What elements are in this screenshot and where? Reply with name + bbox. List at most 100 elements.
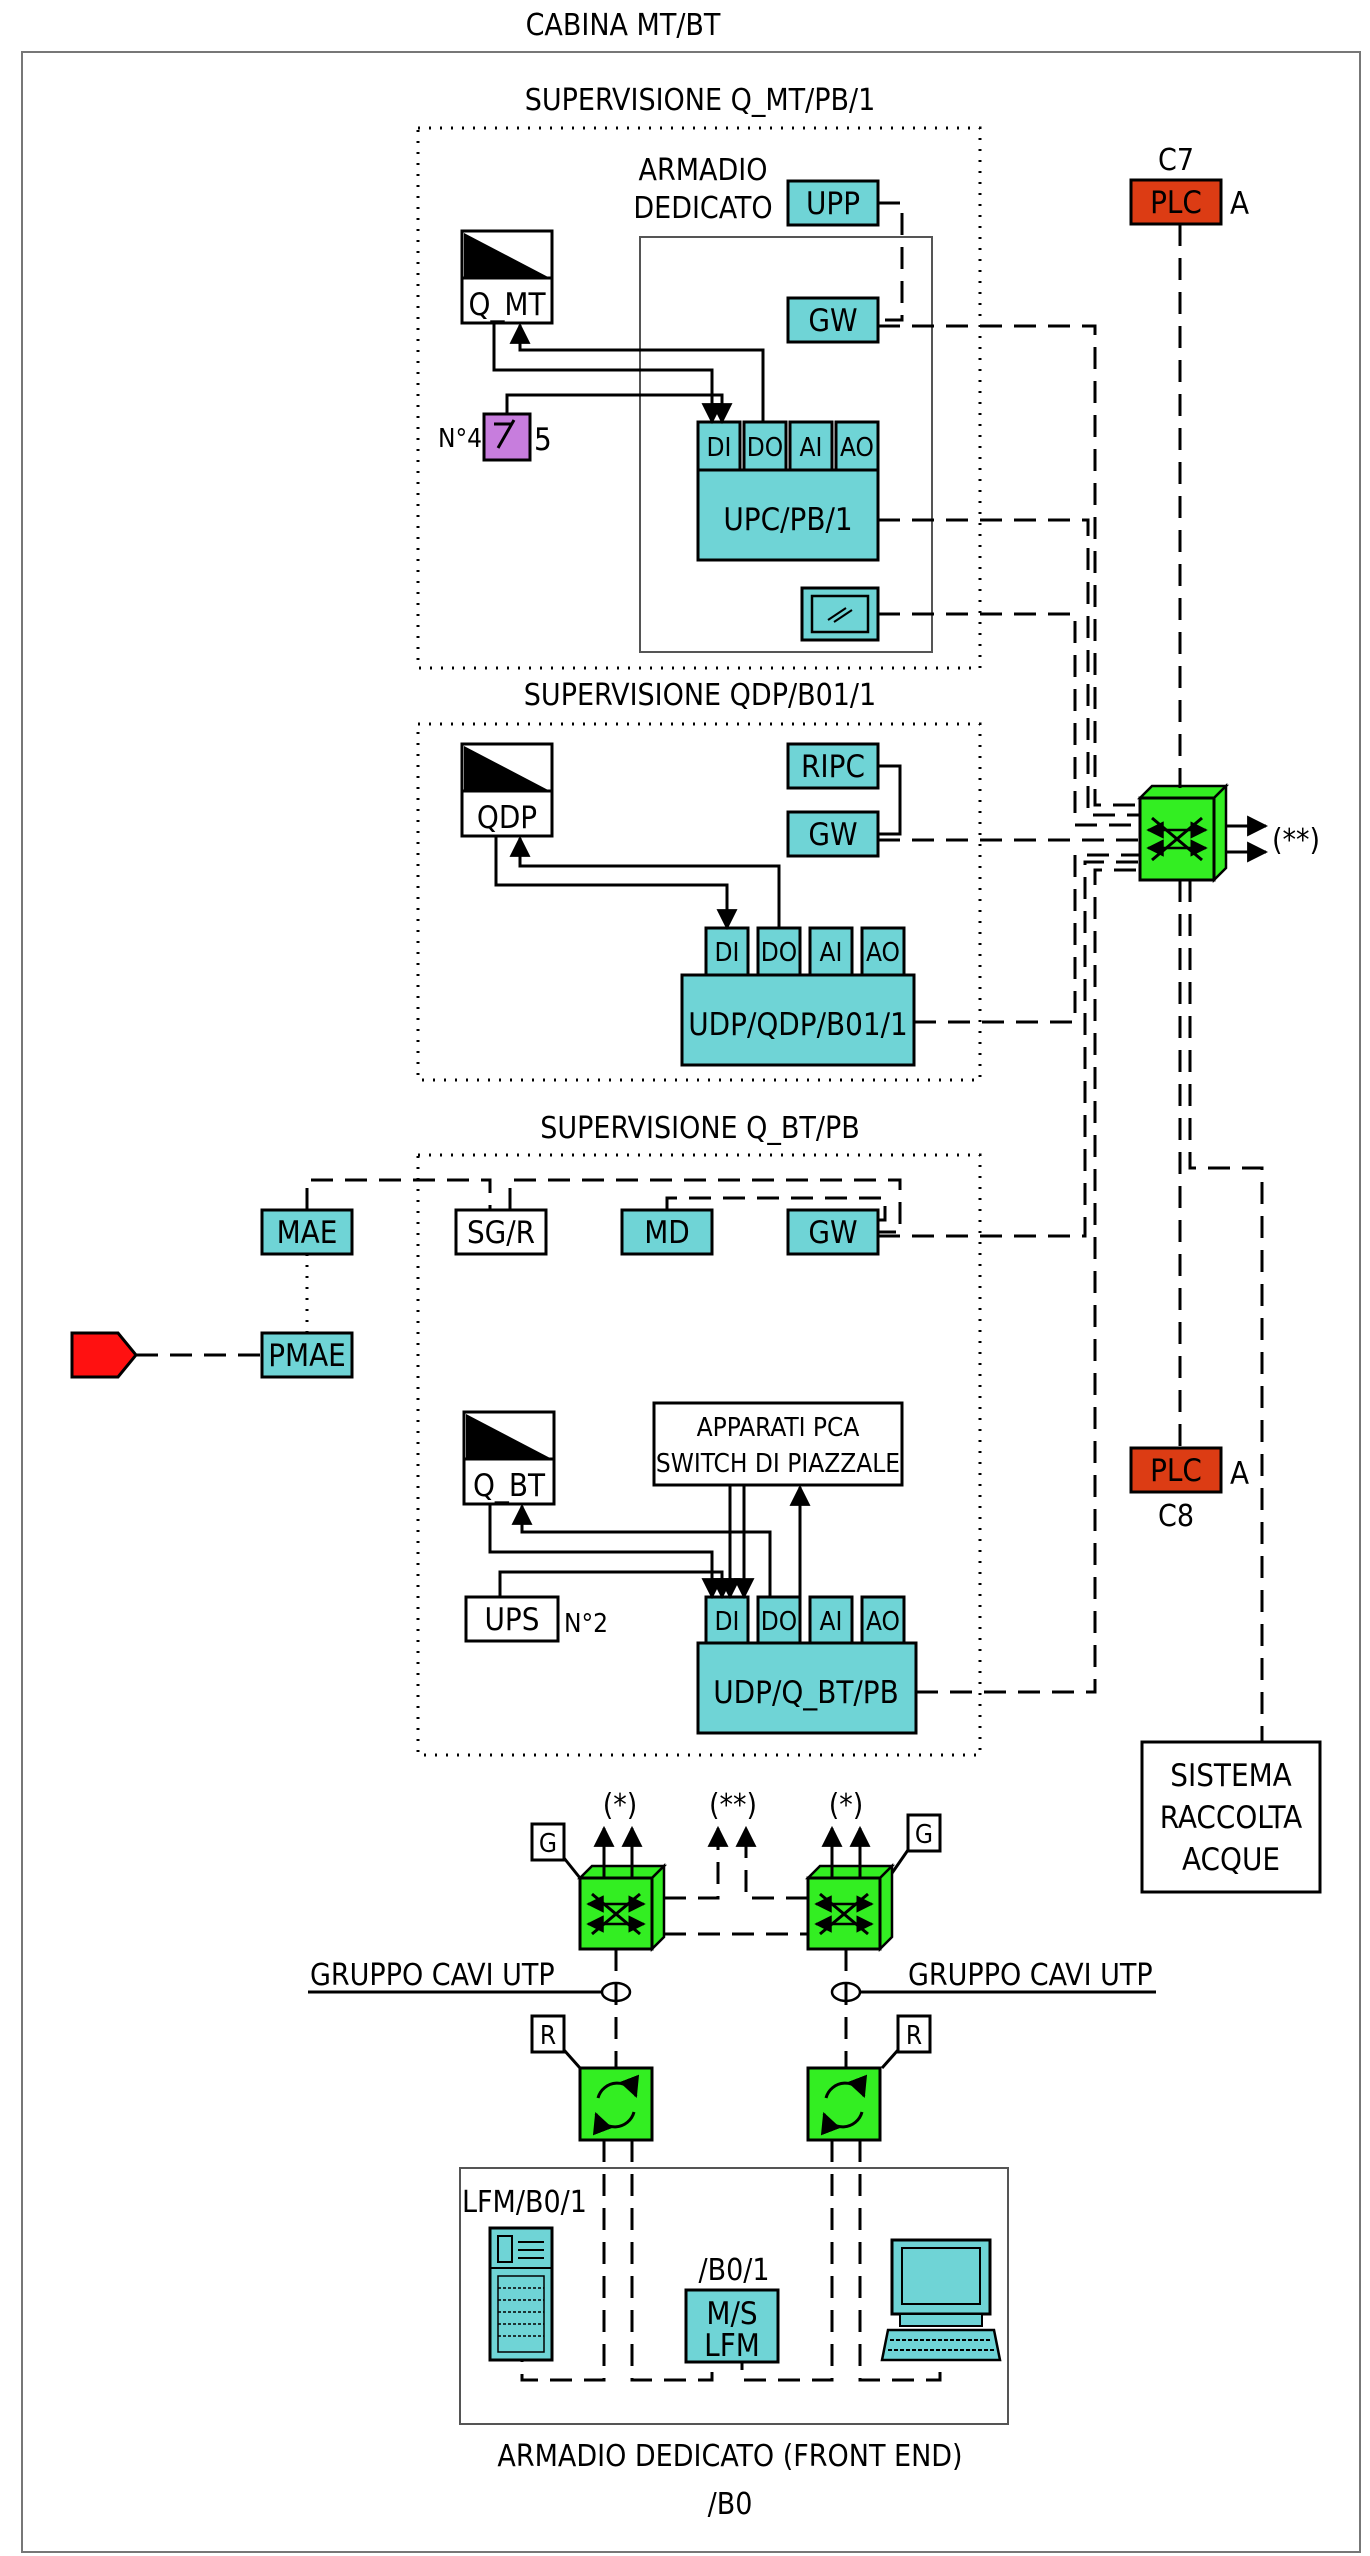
- mae-bus-link: [305, 1178, 492, 1210]
- udp-qdp-unit: DI DO AI AO UDP/QDP/B01/1: [680, 926, 916, 1067]
- switch-g-left-icon: [576, 1862, 668, 1953]
- svg-text:MAE: MAE: [277, 1215, 338, 1251]
- do-to-q-bt-wire: [511, 1503, 772, 1597]
- ms-lfm-box: M/S LFM: [684, 2288, 780, 2364]
- svg-text:G: G: [915, 1820, 933, 1850]
- svg-text:RIPC: RIPC: [801, 749, 865, 785]
- svg-text:G: G: [539, 1829, 557, 1859]
- r-right-pointer: [880, 2049, 900, 2069]
- svg-text:UPS: UPS: [485, 1602, 540, 1638]
- cabinet-frame: [21, 51, 1361, 2553]
- svg-text:PLC: PLC: [1150, 1453, 1202, 1489]
- svg-text:GW: GW: [808, 817, 857, 853]
- pmae-box: PMAE: [260, 1331, 354, 1379]
- svg-text:DI: DI: [715, 938, 740, 968]
- svg-text:R: R: [540, 2021, 556, 2051]
- g-label-box-left: G: [530, 1822, 566, 1862]
- svg-text:SWITCH DI PIAZZALE: SWITCH DI PIAZZALE: [656, 1449, 900, 1479]
- md-bus-link: [665, 1196, 887, 1222]
- ripc-gw-link: [878, 764, 902, 836]
- do-to-qdp-wire: [509, 835, 781, 928]
- plc-c8-a-label: A: [1230, 1456, 1249, 1492]
- svg-text:AI: AI: [800, 433, 823, 463]
- svg-text:ACQUE: ACQUE: [1182, 1842, 1280, 1878]
- apparati-pca-box: APPARATI PCA SWITCH DI PIAZZALE: [652, 1401, 904, 1487]
- b0-1-label: /B0/1: [698, 2253, 769, 2288]
- q-bt-panel: Q_BT: [462, 1410, 556, 1506]
- star-label-left: (*): [603, 1788, 638, 1823]
- gw-box-1: GW: [786, 296, 880, 344]
- ripc-box: RIPC: [786, 742, 880, 790]
- mae-box: MAE: [260, 1208, 354, 1256]
- svg-text:MD: MD: [644, 1215, 690, 1251]
- uplink-right-link: [735, 1825, 808, 1900]
- svg-text:DO: DO: [761, 938, 797, 968]
- switch-g-right-icon: [804, 1862, 896, 1953]
- svg-text:UPC/PB/1: UPC/PB/1: [723, 502, 852, 538]
- do-to-q-mt-wire: [509, 322, 765, 422]
- udp-q-bt-unit: DI DO AI AO UDP/Q_BT/PB: [696, 1595, 918, 1735]
- gw3-switch-link: [878, 860, 1140, 1238]
- svg-text:AO: AO: [866, 1607, 900, 1637]
- front-end-subtitle: /B0: [708, 2487, 753, 2522]
- svg-text:DO: DO: [761, 1607, 797, 1637]
- red-flag-icon: [70, 1331, 138, 1379]
- upc-switch-link: [878, 518, 1140, 817]
- r-left-pointer: [562, 2049, 582, 2069]
- svg-text:DO: DO: [747, 433, 783, 463]
- svg-text:M/S: M/S: [706, 2296, 757, 2332]
- md-box: MD: [620, 1208, 714, 1256]
- qdp-to-di-wire: [494, 836, 738, 931]
- gruppo-cavi-left-label: GRUPPO CAVI UTP: [310, 1958, 555, 1993]
- router-right-icon: [806, 2066, 882, 2142]
- svg-text:AI: AI: [820, 938, 843, 968]
- svg-text:AI: AI: [820, 1607, 843, 1637]
- plc-c7-a-label: A: [1230, 186, 1249, 222]
- armadio-label-line2: DEDICATO: [633, 191, 772, 226]
- g-label-box-right: G: [906, 1813, 942, 1853]
- svg-text:SISTEMA: SISTEMA: [1170, 1758, 1291, 1794]
- svg-text:DI: DI: [715, 1607, 740, 1637]
- qdp-panel: QDP: [460, 742, 554, 838]
- gw-bus-link: [508, 1178, 902, 1234]
- svg-text:GW: GW: [808, 1215, 857, 1251]
- q-bt-to-di-wire: [488, 1504, 723, 1600]
- c7-label: C7: [1158, 143, 1194, 178]
- relay-component: [482, 412, 532, 462]
- router-left-ms-link: [630, 2140, 714, 2382]
- svg-text:DI: DI: [707, 433, 732, 463]
- hmi-screen-icon: [800, 586, 880, 642]
- q-mt-panel: Q_MT: [460, 229, 554, 325]
- svg-text:Q_BT: Q_BT: [473, 1468, 546, 1504]
- lfm-b0-1-label: LFM/B0/1: [462, 2185, 587, 2220]
- ups-count-label: N°2: [564, 1609, 608, 1639]
- section-qdp-border: [416, 722, 982, 1082]
- svg-text:R: R: [906, 2021, 922, 2051]
- main-switch-icon: [1136, 782, 1230, 884]
- plc-c7-box: PLC: [1129, 178, 1223, 226]
- svg-text:RACCOLTA: RACCOLTA: [1160, 1800, 1303, 1836]
- svg-text:PMAE: PMAE: [268, 1338, 346, 1374]
- upp-gw-link: [878, 201, 904, 322]
- hmi-switch-link: [878, 612, 1140, 827]
- plc-c8-box: PLC: [1129, 1446, 1223, 1494]
- armadio-dedicato-frame: [639, 236, 933, 653]
- svg-text:APPARATI PCA: APPARATI PCA: [697, 1413, 860, 1443]
- armadio-label-line1: ARMADIO: [639, 153, 768, 188]
- ups-to-di-wire: [498, 1570, 733, 1600]
- r-label-box-left: R: [530, 2014, 566, 2054]
- router-left-icon: [578, 2066, 654, 2142]
- svg-text:SG/R: SG/R: [467, 1215, 535, 1251]
- q-mt-to-di-wire: [492, 323, 723, 425]
- svg-text:PLC: PLC: [1150, 185, 1202, 221]
- svg-text:LFM: LFM: [704, 2328, 760, 2364]
- double-star-label-center: (**): [709, 1788, 757, 1823]
- front-end-title: ARMADIO DEDICATO (FRONT END): [497, 2439, 962, 2474]
- switch-uplink-label: (**): [1272, 823, 1320, 858]
- relay-number-label: 5: [534, 422, 552, 458]
- section-q-mt-title: SUPERVISIONE Q_MT/PB/1: [525, 83, 876, 118]
- router-left-server-link: [520, 2140, 606, 2382]
- relay-to-di-wire: [505, 393, 733, 425]
- sgr-box: SG/R: [454, 1208, 548, 1256]
- router-right-ms-link: [740, 2140, 834, 2382]
